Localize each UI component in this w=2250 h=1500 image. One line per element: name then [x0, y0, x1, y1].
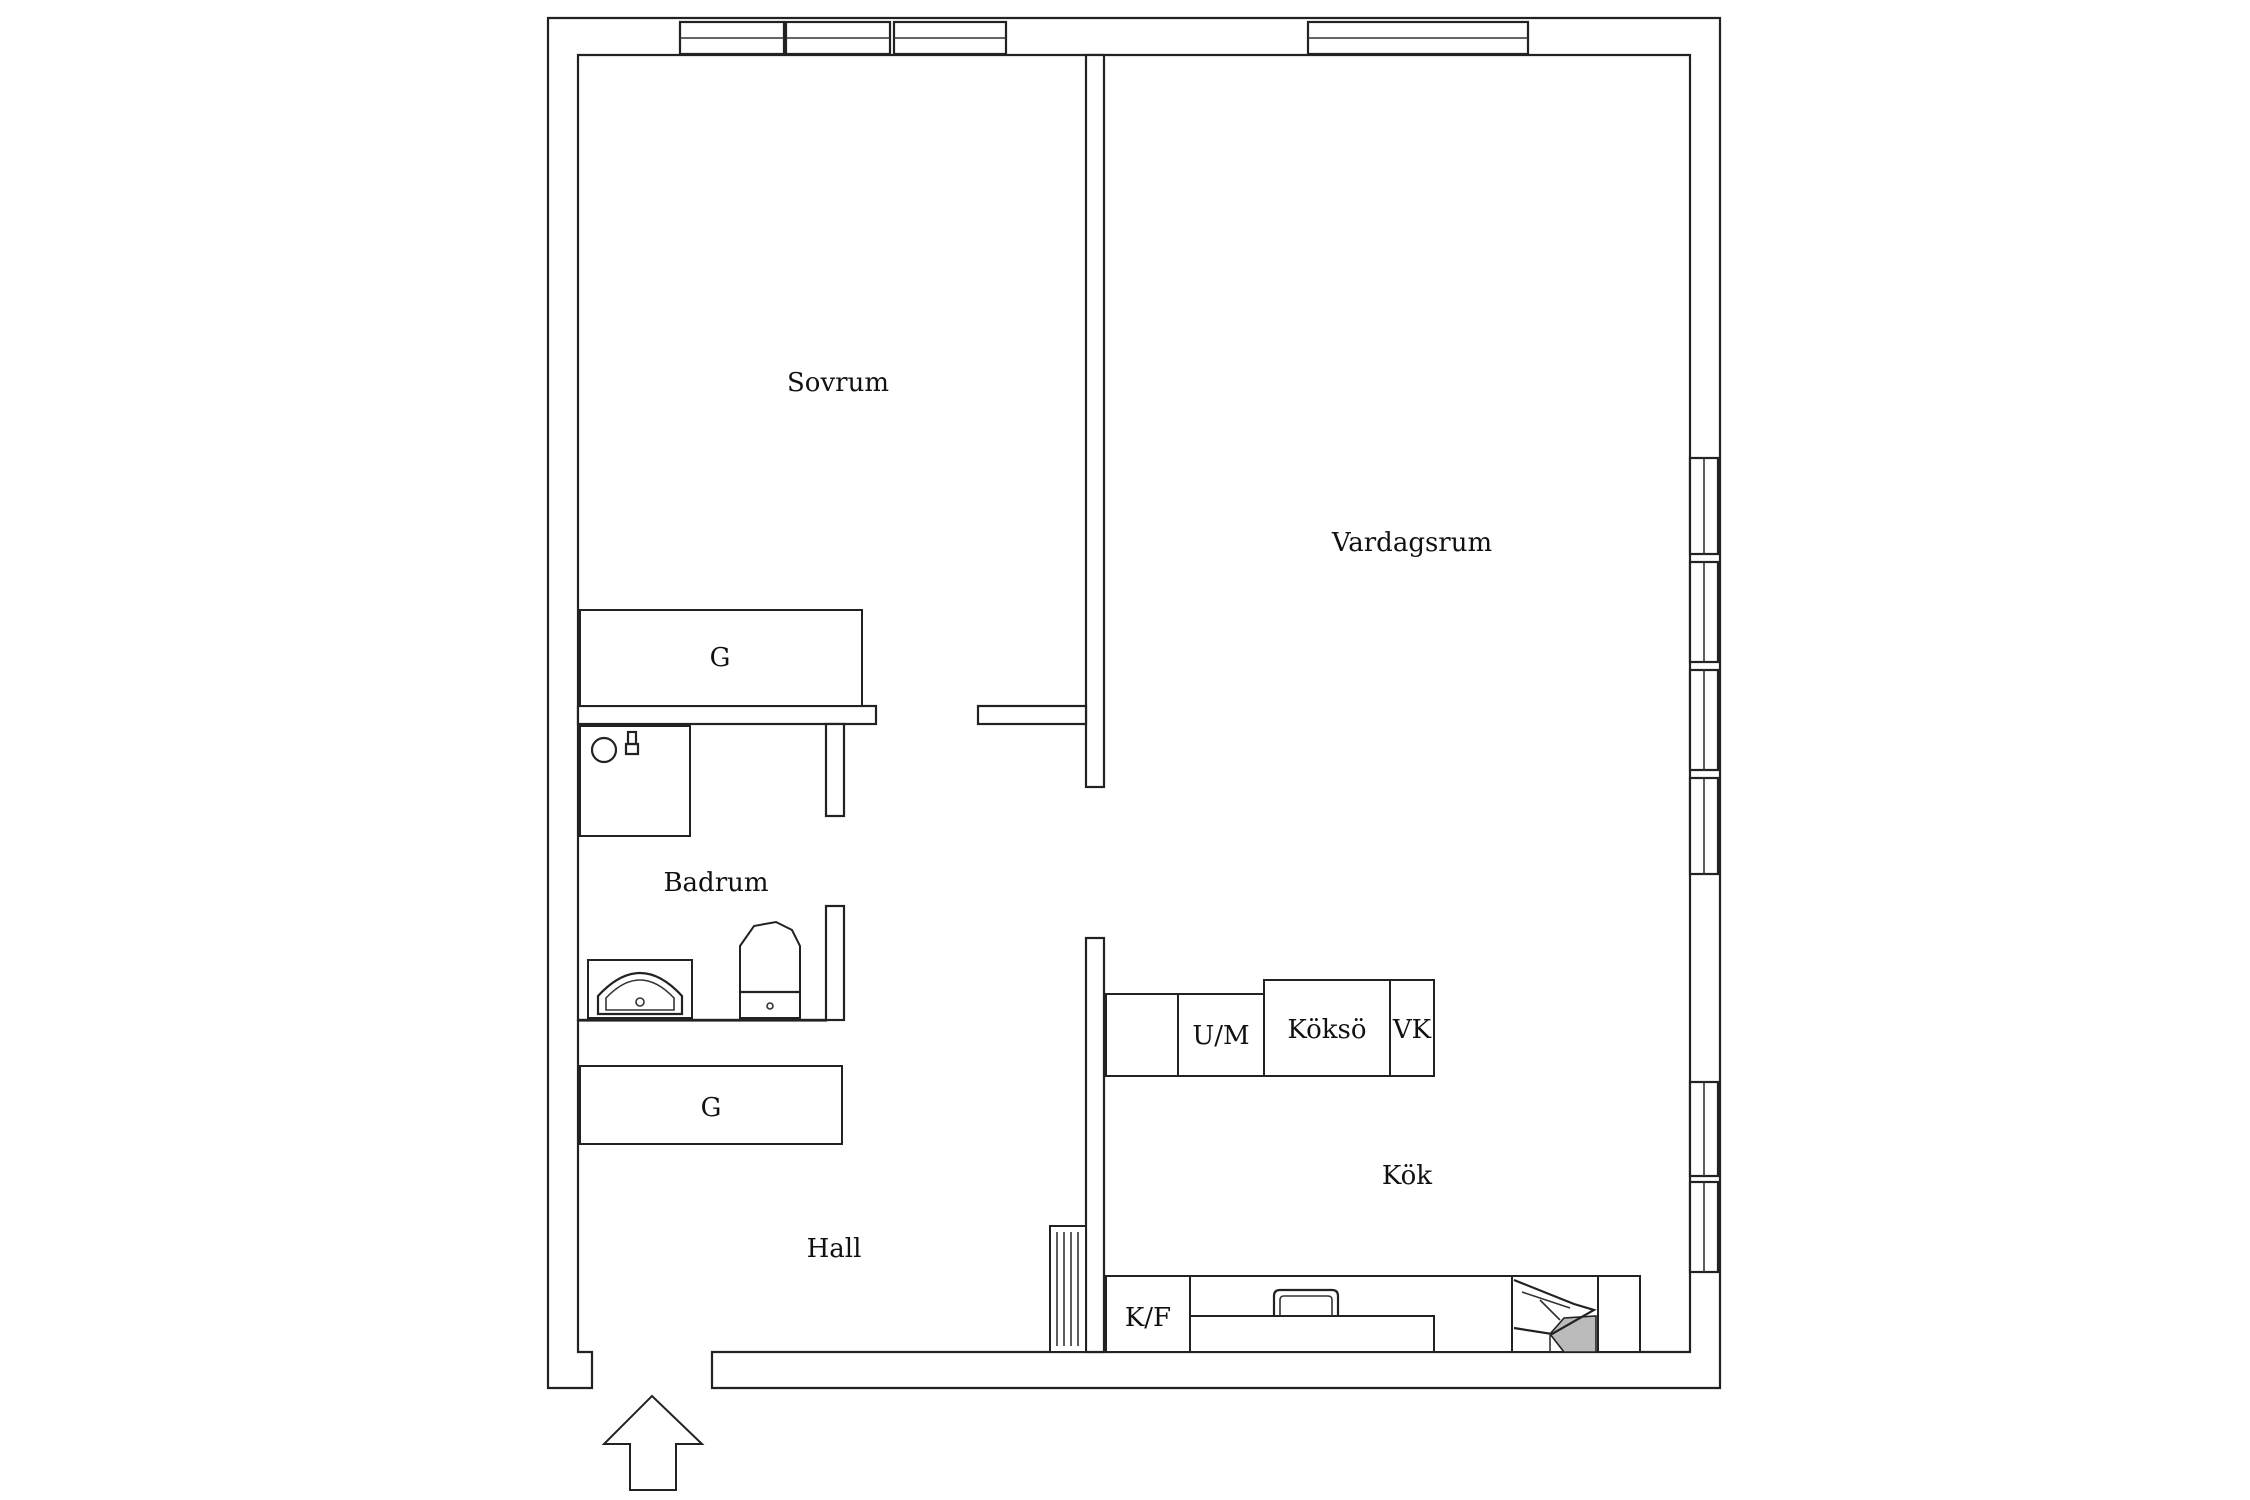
arrow-up-icon	[601, 1394, 705, 1491]
wall-stub-corridor	[976, 704, 1088, 726]
um-label: U/M	[1192, 1021, 1249, 1051]
room-sovrum-label: Sovrum	[787, 368, 889, 398]
wall-badrum-right-lower	[824, 904, 846, 1022]
room-hall-label: Hall	[807, 1234, 862, 1264]
wall-sovrum-bottom	[576, 704, 878, 726]
counter-front	[1189, 1315, 1435, 1353]
wardrobe-sovrum-label: G	[710, 643, 731, 673]
um-cabinet	[1177, 993, 1265, 1077]
wall-hall-kok	[1084, 936, 1106, 1354]
room-labels: Sovrum Vardagsrum Badrum Hall Kök	[663, 368, 1492, 1264]
kitchen-sink-icon	[1272, 1288, 1340, 1316]
room-badrum-label: Badrum	[663, 868, 768, 898]
windows-right	[1688, 456, 1720, 1274]
room-kok-label: Kök	[1382, 1161, 1432, 1191]
kokso-label: Köksö	[1287, 1015, 1366, 1045]
interior-walls	[576, 53, 1106, 1354]
toilet-icon	[739, 920, 801, 1019]
wardrobe-hall: G	[579, 1065, 843, 1145]
kitchen-island: U/M Köksö VK	[1105, 979, 1435, 1077]
vk-cabinet	[1389, 979, 1435, 1077]
wall-badrum-right-upper	[824, 722, 846, 818]
radiator-icon	[1049, 1225, 1087, 1353]
kf-cabinet	[1105, 1275, 1191, 1353]
outer-walls	[546, 16, 1722, 1390]
vk-label: VK	[1392, 1015, 1432, 1045]
kf-label: K/F	[1125, 1303, 1171, 1333]
wardrobe-sovrum: G	[579, 609, 863, 707]
wall-outer-top	[546, 16, 1722, 1390]
shower-icon	[579, 725, 691, 837]
bathroom-fixtures	[579, 725, 801, 1019]
sink-icon	[587, 959, 693, 1019]
kitchen-counter: K/F	[1105, 1275, 1641, 1353]
stove-icon	[1511, 1275, 1599, 1353]
wall-sovrum-vardagsrum	[1084, 53, 1106, 789]
windows-top	[678, 20, 1530, 56]
room-vardagsrum-label: Vardagsrum	[1331, 528, 1492, 558]
wardrobe-hall-label: G	[701, 1093, 722, 1123]
kokso-counter	[1263, 979, 1391, 1077]
